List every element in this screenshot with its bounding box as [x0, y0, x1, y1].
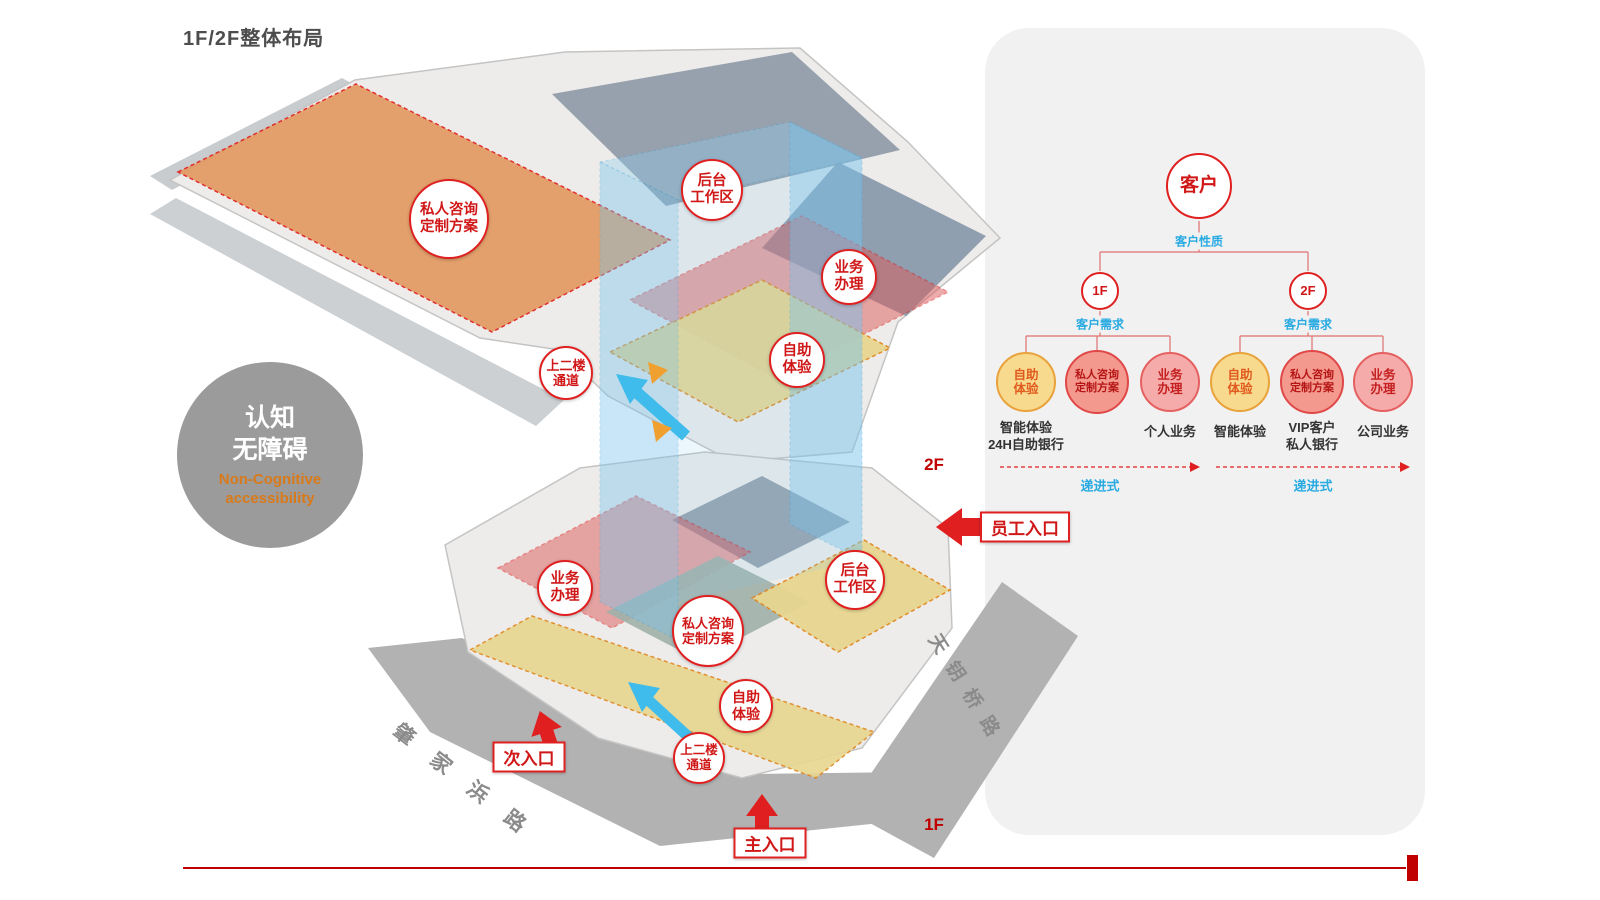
zone-2f-right-block — [762, 162, 986, 316]
flow-label-need-1f: 客户需求 — [1072, 315, 1128, 333]
bottom-rule — [183, 855, 1418, 881]
staff-entrance-label: 员工入口 — [980, 511, 1070, 543]
escalator-arrow-2f — [616, 374, 690, 441]
accessibility-badge-en: Non-Cognitive accessibility — [218, 470, 322, 507]
flow-leaf-2f-selfservice: 自助 体验 — [1210, 352, 1270, 412]
floor-tag-1f: 1F — [924, 815, 944, 834]
flow-caption-2f-business: 公司业务 — [1356, 424, 1410, 439]
flow-caption-1f-selfservice: 智能体验 24H自助银行 — [988, 420, 1064, 452]
floor-tag-2f: 2F — [924, 455, 944, 474]
stair-direction-arrows — [648, 362, 672, 442]
road-right — [846, 582, 1078, 858]
zone-1f-backoffice-area — [672, 476, 850, 568]
flow-leaf-1f-selfservice: 自助 体验 — [996, 352, 1056, 412]
accessibility-badge: 认知 无障碍 Non-Cognitive accessibility — [177, 362, 363, 548]
zone-label-1f-backoffice: 后台 工作区 — [825, 550, 885, 610]
accessibility-badge-zh: 认知 无障碍 — [232, 403, 308, 465]
progressive-arrows — [1000, 462, 1410, 472]
progressive-label-1f: 递进式 — [1080, 478, 1120, 494]
zone-label-1f-selfservice: 自助 体验 — [719, 679, 773, 733]
zone-label-1f-consult: 私人咨询 定制方案 — [672, 595, 744, 667]
zone-1f-facade-band — [468, 615, 876, 779]
zone-label-2f-consult: 私人咨询 定制方案 — [409, 179, 489, 259]
flow-node-1f: 1F — [1081, 272, 1119, 310]
zone-label-2f-stairs: 上二楼 通道 — [539, 346, 593, 400]
flow-caption-1f-business: 个人业务 — [1143, 424, 1197, 439]
flow-caption-2f-consult: VIP客户 私人银行 — [1285, 420, 1339, 452]
page-title: 1F/2F整体布局 — [183, 28, 325, 50]
zone-label-1f-business: 业务 办理 — [537, 560, 593, 616]
link-plane-top — [598, 121, 864, 201]
zone-label-1f-stairs: 上二楼 通道 — [673, 732, 725, 784]
secondary-entrance-label: 次入口 — [492, 741, 566, 773]
link-plane-back — [678, 158, 862, 602]
zone-label-2f-backoffice: 后台 工作区 — [681, 159, 743, 221]
progressive-label-2f: 递进式 — [1293, 478, 1333, 494]
flow-leaf-2f-consult: 私人咨询 定制方案 — [1280, 350, 1344, 414]
flow-root-customer: 客户 — [1166, 153, 1232, 219]
escalator-arrow-1f — [628, 682, 696, 745]
flow-node-2f: 2F — [1289, 272, 1327, 310]
staff-entrance-arrow — [936, 508, 988, 546]
main-entrance-arrow — [746, 794, 778, 838]
flow-leaf-2f-business: 业务 办理 — [1353, 352, 1413, 412]
main-entrance-label: 主入口 — [733, 827, 807, 859]
flow-label-customer-nature: 客户性质 — [1171, 232, 1227, 250]
zone-label-2f-selfservice: 自助 体验 — [769, 332, 825, 388]
flow-caption-2f-selfservice: 智能体验 — [1213, 424, 1267, 439]
flow-leaf-1f-business: 业务 办理 — [1140, 352, 1200, 412]
flow-leaf-1f-consult: 私人咨询 定制方案 — [1065, 350, 1129, 414]
road-2f-lower — [150, 198, 564, 426]
zone-2f-backoffice-area — [552, 52, 900, 206]
flow-label-need-2f: 客户需求 — [1280, 315, 1336, 333]
zone-label-2f-business: 业务 办理 — [821, 249, 877, 305]
zone-2f-selfservice-area — [608, 279, 892, 423]
